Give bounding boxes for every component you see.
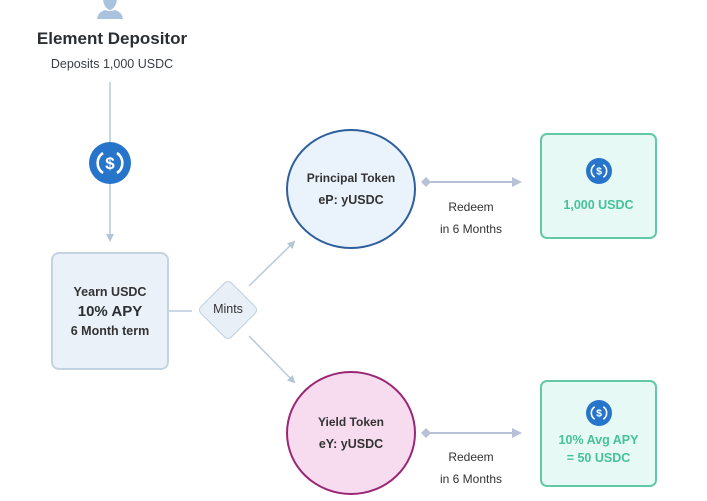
yield-output-box: $ 10% Avg APY = 50 USDC	[540, 380, 657, 487]
vault-term: 6 Month term	[70, 323, 150, 338]
principal-redeem-line2: in 6 Months	[439, 222, 503, 236]
principal-token-title: Principal Token	[306, 171, 396, 185]
depositor-subtitle: Deposits 1,000 USDC	[50, 57, 174, 71]
user-icon	[97, 0, 123, 19]
vault-box: Yearn USDC 10% APY 6 Month term	[51, 252, 169, 370]
vault-name: Yearn USDC	[73, 284, 147, 299]
principal-token-node: Principal Token eP: yUSDC	[286, 129, 416, 249]
usdc-icon: $	[89, 142, 131, 184]
yield-redeem-line1: Redeem	[448, 450, 494, 464]
mints-to-yield-arrow	[248, 335, 296, 384]
principal-redeem-line1: Redeem	[448, 200, 494, 214]
usdc-icon: $	[585, 400, 612, 426]
depositor-title: Element Depositor	[36, 29, 188, 48]
yield-token-title: Yield Token	[317, 415, 384, 429]
principal-redeem-label: Redeem in 6 Months	[421, 196, 521, 240]
yield-output-line1: 10% Avg APY	[558, 433, 639, 447]
principal-redeem-diamond	[421, 177, 431, 187]
principal-output-value: 1,000 USDC	[563, 198, 634, 212]
usdc-icon: $	[585, 158, 612, 184]
yield-token-symbol: eY: yUSDC	[318, 437, 384, 451]
mints-to-principal-arrow	[248, 240, 296, 287]
yield-redeem-label: Redeem in 6 Months	[421, 446, 521, 490]
principal-output-box: $ 1,000 USDC	[540, 133, 657, 239]
mints-label: Mints	[213, 302, 243, 316]
vault-apy: 10% APY	[77, 302, 143, 320]
yield-redeem-line2: in 6 Months	[439, 472, 503, 486]
yield-redeem-diamond	[421, 428, 431, 438]
svg-text:$: $	[105, 154, 115, 173]
principal-token-symbol: eP: yUSDC	[318, 193, 384, 207]
yield-output-line2: = 50 USDC	[566, 451, 631, 465]
yield-token-node: Yield Token eY: yUSDC	[286, 371, 416, 495]
svg-text:$: $	[596, 166, 602, 178]
svg-text:$: $	[596, 408, 602, 420]
